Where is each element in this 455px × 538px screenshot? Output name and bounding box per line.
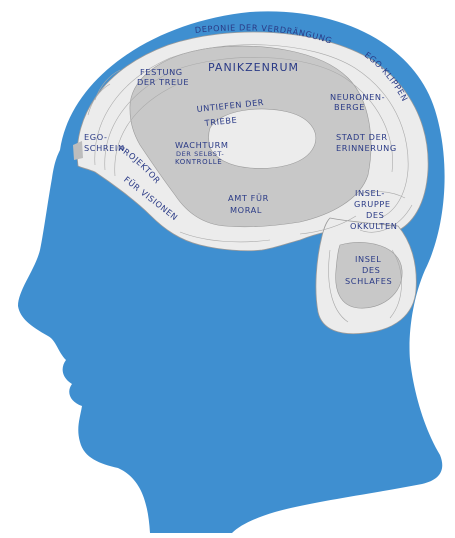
label-insel-schlaf-3: SCHLAFES <box>345 276 392 286</box>
label-stadt-1: STADT DER <box>336 132 388 142</box>
label-insel-schlaf-2: DES <box>362 265 380 275</box>
label-wachturm-1: WACHTURM <box>175 140 229 150</box>
label-ego-2: SCHREIN <box>84 143 125 153</box>
label-wachturm-3: KONTROLLE <box>175 158 222 166</box>
label-neuronen-2: BERGE <box>334 102 365 112</box>
label-amt-2: MORAL <box>230 205 262 215</box>
island-sleep-shape <box>335 242 403 309</box>
ego-shrine-shape <box>73 141 83 160</box>
label-insel-schlaf-1: INSEL <box>355 254 381 264</box>
label-insel-okkult-3: DES <box>366 210 384 220</box>
label-stadt-2: ERINNERUNG <box>336 143 397 153</box>
label-wachturm-2: DER SELBST- <box>176 150 224 158</box>
label-festung-2: DER TREUE <box>137 77 189 87</box>
label-untiefen-2: TRIEBE <box>203 115 238 128</box>
contour-lines <box>87 44 413 323</box>
label-neuronen-1: NEURONEN- <box>330 92 385 102</box>
label-insel-okkult-4: OKKULTEN <box>350 221 398 231</box>
label-panikzentrum: PANIKZENRUM <box>208 61 299 74</box>
brain-inner-hole <box>208 108 317 169</box>
label-insel-okkult-1: INSEL- <box>355 188 385 198</box>
label-ego-1: EGO- <box>84 132 108 142</box>
label-amt-1: AMT FÜR <box>228 193 269 203</box>
label-festung-1: FESTUNG <box>140 67 183 77</box>
label-insel-okkult-2: GRUPPE <box>354 199 391 209</box>
